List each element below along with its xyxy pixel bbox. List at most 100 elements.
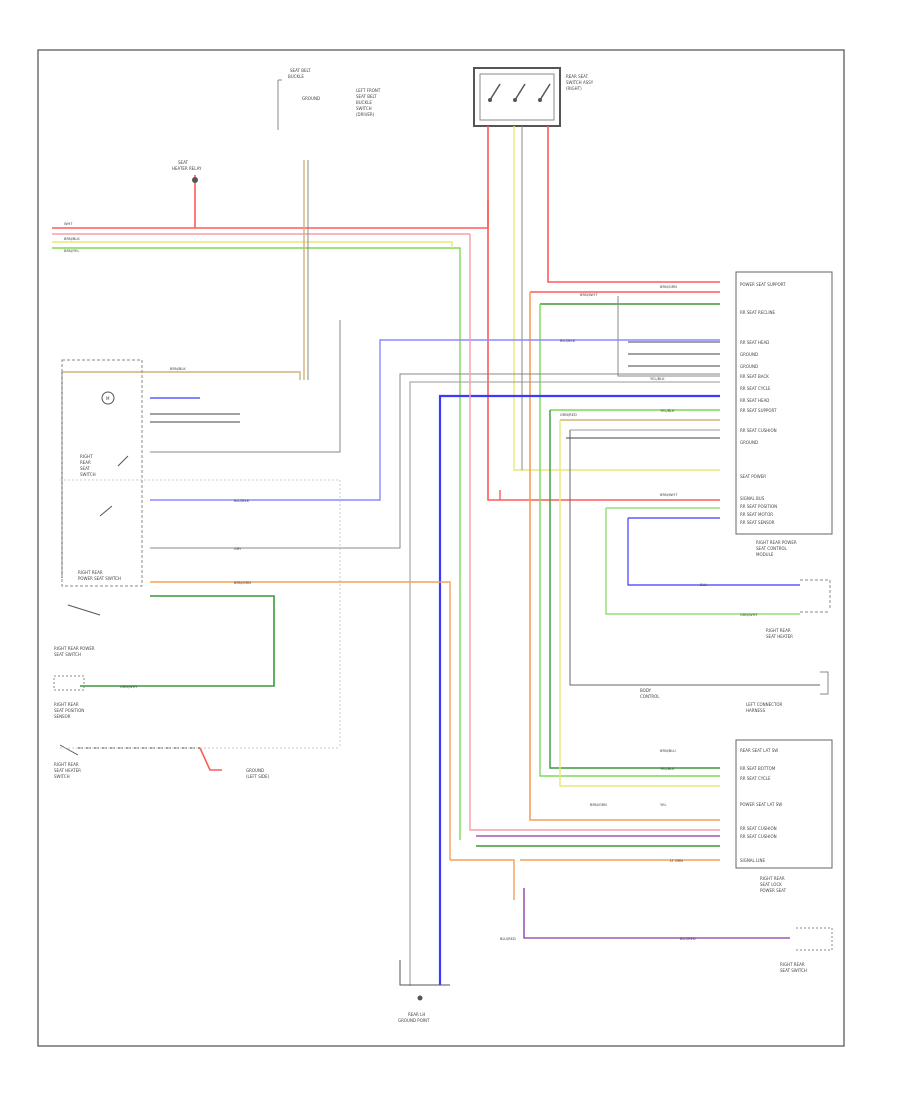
svg-text:RR SEAT BOTTOM: RR SEAT BOTTOM: [740, 766, 776, 771]
svg-text:MODULE: MODULE: [756, 552, 774, 557]
svg-text:SWITCH: SWITCH: [80, 472, 96, 477]
svg-text:REAR: REAR: [80, 460, 91, 465]
svg-text:REAR SEAT: REAR SEAT: [566, 74, 589, 79]
rear-modules: RIGHT REAR SEAT HEATER LEFT CONNECTOR HA…: [640, 579, 831, 713]
left-seat-module: M RIGHT REAR SEAT SWITCH RIGHT REAR POWE…: [61, 359, 143, 587]
svg-text:LEFT CONNECTOR: LEFT CONNECTOR: [746, 702, 783, 707]
svg-text:RIGHT REAR POWER: RIGHT REAR POWER: [756, 540, 797, 545]
wire-blue: [438, 394, 720, 985]
svg-text:RR SEAT SUPPORT: RR SEAT SUPPORT: [740, 408, 777, 413]
svg-text:HEATER RELAY: HEATER RELAY: [172, 166, 202, 171]
wire-labels: WHT BRN/BLK BRN/YEL BRN/BLK BRN/WHT BRN/…: [64, 222, 758, 941]
svg-text:RIGHT REAR POWER: RIGHT REAR POWER: [54, 646, 95, 651]
svg-text:BODY: BODY: [640, 688, 652, 693]
ground-icon: SEAT HEATER RELAY: [172, 160, 202, 228]
bottom-right-connector: RIGHT REAR SEAT SWITCH: [780, 927, 833, 973]
svg-text:SEAT POSITION: SEAT POSITION: [54, 708, 84, 713]
svg-text:SEAT HEATER: SEAT HEATER: [54, 768, 81, 773]
svg-text:BLU/RED: BLU/RED: [680, 937, 696, 941]
svg-text:YEL: YEL: [660, 803, 666, 807]
svg-text:(DRIVER): (DRIVER): [356, 112, 375, 117]
svg-text:BRN/WHT: BRN/WHT: [580, 293, 598, 297]
svg-text:HARNESS: HARNESS: [746, 708, 766, 713]
svg-text:RIGHT REAR: RIGHT REAR: [766, 628, 791, 633]
svg-text:BLU: BLU: [700, 583, 707, 587]
svg-text:SEAT HEATER: SEAT HEATER: [766, 634, 793, 639]
svg-text:POWER SEAT SUPPORT: POWER SEAT SUPPORT: [740, 282, 786, 287]
svg-text:RR SEAT POSITION: RR SEAT POSITION: [740, 504, 777, 509]
svg-text:RR SEAT CUSHION: RR SEAT CUSHION: [740, 826, 777, 831]
diagram-border: [37, 49, 845, 1047]
lower-right-module: REAR SEAT LAT SW RR SEAT BOTTOM RR SEAT …: [735, 739, 833, 893]
svg-text:SEAT LOCK: SEAT LOCK: [760, 882, 782, 887]
svg-text:BLU/BLK: BLU/BLK: [234, 499, 250, 503]
wire-blue-light: [150, 339, 720, 501]
svg-text:SEAT BELT: SEAT BELT: [290, 68, 311, 73]
svg-text:RR SEAT MOTOR: RR SEAT MOTOR: [740, 512, 773, 517]
svg-text:RR SEAT HEAD: RR SEAT HEAD: [740, 340, 769, 345]
left-connector: SEAT BELT BUCKLE GROUND LEFT FRONT SEAT …: [277, 68, 381, 130]
svg-text:RIGHT REAR: RIGHT REAR: [54, 702, 79, 707]
svg-text:BRN/BLU: BRN/BLU: [660, 749, 676, 753]
svg-text:(LEFT SIDE): (LEFT SIDE): [246, 774, 270, 779]
svg-text:POWER SEAT LAT SW: POWER SEAT LAT SW: [740, 802, 782, 807]
svg-text:BRN/GRN: BRN/GRN: [234, 581, 251, 585]
svg-text:CONTROL: CONTROL: [640, 694, 660, 699]
svg-text:YEL/BLK: YEL/BLK: [650, 377, 665, 381]
right-front-module: POWER SEAT SUPPORT RR SEAT RECLINE RR SE…: [735, 271, 833, 557]
svg-text:GRN/WHT: GRN/WHT: [740, 613, 758, 617]
svg-text:SWITCH: SWITCH: [54, 774, 70, 779]
svg-text:RR SEAT CYCLE: RR SEAT CYCLE: [740, 386, 771, 391]
svg-text:SENSOR: SENSOR: [54, 714, 71, 719]
svg-text:RR SEAT BACK: RR SEAT BACK: [740, 374, 769, 379]
bottom-ground-icon: REAR LH GROUND POINT: [398, 960, 450, 1023]
svg-text:SIGNAL LINE: SIGNAL LINE: [740, 858, 765, 863]
svg-text:BLU/RED: BLU/RED: [500, 937, 516, 941]
svg-text:RR SEAT CUSHION: RR SEAT CUSHION: [740, 428, 777, 433]
svg-text:RIGHT REAR: RIGHT REAR: [760, 876, 785, 881]
svg-text:SEAT: SEAT: [178, 160, 188, 165]
svg-text:YEL/BLK: YEL/BLK: [660, 767, 675, 771]
svg-text:SEAT SWITCH: SEAT SWITCH: [780, 968, 807, 973]
svg-text:BRN/WHT: BRN/WHT: [660, 493, 678, 497]
svg-text:SIGNAL BUS: SIGNAL BUS: [740, 496, 765, 501]
svg-text:SEAT POWER: SEAT POWER: [740, 474, 766, 479]
svg-text:GROUND: GROUND: [740, 440, 758, 445]
svg-text:RR SEAT SENSOR: RR SEAT SENSOR: [740, 520, 775, 525]
svg-text:SWITCH ASSY: SWITCH ASSY: [566, 80, 594, 85]
svg-text:GROUND: GROUND: [740, 364, 758, 369]
svg-text:GROUND: GROUND: [302, 96, 320, 101]
lower-left-components: RIGHT REAR POWER SEAT SWITCH RIGHT REAR …: [53, 604, 270, 779]
svg-text:BRN/BLK: BRN/BLK: [170, 367, 186, 371]
svg-text:SEAT BELT: SEAT BELT: [356, 94, 377, 99]
svg-text:POWER SEAT SWITCH: POWER SEAT SWITCH: [78, 576, 121, 581]
wire-green-top: [52, 247, 461, 840]
svg-text:GRY: GRY: [234, 547, 242, 551]
svg-text:RIGHT REAR: RIGHT REAR: [54, 762, 79, 767]
svg-text:GROUND: GROUND: [246, 768, 264, 773]
svg-text:BUCKLE: BUCKLE: [356, 100, 372, 105]
svg-text:YEL/BLK: YEL/BLK: [660, 409, 675, 413]
svg-text:RIGHT REAR: RIGHT REAR: [780, 962, 805, 967]
svg-text:LT GRN: LT GRN: [670, 859, 683, 863]
svg-text:(RIGHT): (RIGHT): [566, 86, 582, 91]
svg-text:BRN/YEL: BRN/YEL: [64, 249, 79, 253]
svg-text:RR SEAT CUSHION: RR SEAT CUSHION: [740, 834, 777, 839]
svg-text:RIGHT REAR: RIGHT REAR: [78, 570, 103, 575]
svg-text:GROUND POINT: GROUND POINT: [398, 1018, 430, 1023]
svg-text:BRN/GRN: BRN/GRN: [590, 803, 607, 807]
svg-text:SEAT CONTROL: SEAT CONTROL: [756, 546, 788, 551]
svg-text:SEAT SWITCH: SEAT SWITCH: [54, 652, 81, 657]
svg-text:GROUND: GROUND: [740, 352, 758, 357]
svg-text:RR SEAT RECLINE: RR SEAT RECLINE: [740, 310, 776, 315]
svg-text:WHT: WHT: [64, 222, 73, 226]
svg-text:GRN/RED: GRN/RED: [560, 413, 577, 417]
svg-text:GRN/WHT: GRN/WHT: [120, 685, 138, 689]
svg-text:RR SEAT CYCLE: RR SEAT CYCLE: [740, 776, 771, 781]
svg-text:RIGHT: RIGHT: [80, 454, 93, 459]
svg-text:M: M: [106, 396, 110, 401]
svg-text:POWER SEAT: POWER SEAT: [760, 888, 787, 893]
svg-text:BLU/BLK: BLU/BLK: [560, 339, 576, 343]
svg-text:BUCKLE: BUCKLE: [288, 74, 304, 79]
svg-text:SWITCH: SWITCH: [356, 106, 372, 111]
